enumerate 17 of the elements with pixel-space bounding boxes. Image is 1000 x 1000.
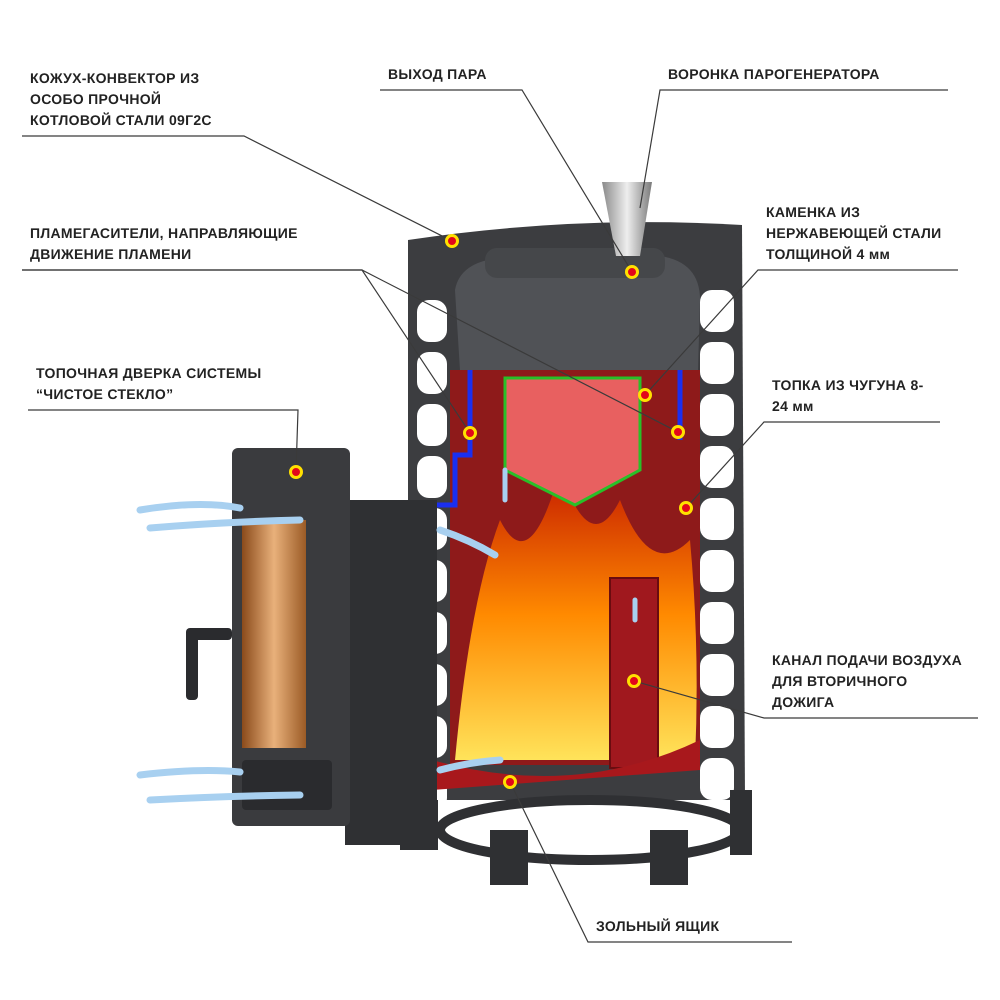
leader-line bbox=[512, 788, 792, 943]
leader-line bbox=[380, 89, 629, 266]
callout-label: ВОРОНКА ПАРОГЕНЕРАТОРА bbox=[668, 65, 881, 84]
callout-label: ТОПКА ИЗ ЧУГУНА 8-24 мм bbox=[772, 376, 925, 416]
callout-label: ТОПОЧНАЯ ДВЕРКА СИСТЕМЫ “ЧИСТОЕ СТЕКЛО” bbox=[36, 364, 262, 404]
leader-line bbox=[22, 269, 672, 430]
leader-line bbox=[690, 421, 940, 504]
callout-label: КОЖУХ-КОНВЕКТОР ИЗ ОСОБО ПРОЧНОЙ КОТЛОВОЙ СТАЛИ 09Г2С bbox=[30, 69, 213, 130]
leader-line bbox=[22, 135, 446, 238]
leader-line bbox=[639, 89, 948, 208]
callout-label: КАНАЛ ПОДАЧИ ВОЗДУХА ДЛЯ ВТОРИЧНОГО ДОЖИГА bbox=[772, 651, 964, 712]
callout-label: КАМЕНКА ИЗ НЕРЖАВЕЮЩЕЙ СТАЛИ ТОЛЩИНОЙ 4 мм bbox=[766, 203, 943, 264]
leader-line bbox=[649, 269, 958, 390]
callout-label: ПЛАМЕГАСИТЕЛИ, НАПРАВЛЯЮЩИЕ ДВИЖЕНИЕ ПЛАМЕНИ bbox=[30, 224, 299, 264]
leader-line bbox=[640, 682, 978, 719]
callout-label: ВЫХОД ПАРА bbox=[388, 65, 488, 84]
callout-label: ЗОЛЬНЫЙ ЯЩИК bbox=[596, 917, 720, 936]
